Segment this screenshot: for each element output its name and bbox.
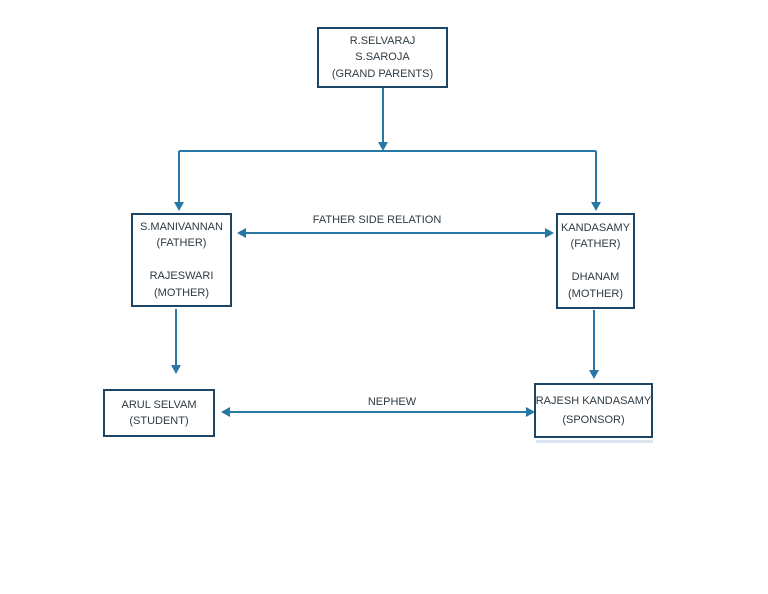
node-student: ARUL SELVAM (STUDENT) [103, 389, 215, 437]
node-father-left-line-1: S.MANIVANNAN [140, 220, 223, 233]
node-sponsor-line-1: RAJESH KANDASAMY [535, 394, 652, 407]
arrowhead-sponsor [589, 370, 599, 379]
node-grandparents-line-3: (GRAND PARENTS) [331, 67, 434, 80]
node-father-right-line-4: DHANAM [571, 271, 620, 284]
node-father-right: KANDASAMY (FATHER) DHANAM (MOTHER) [556, 213, 635, 309]
node-grandparents: R.SELVARAJ S.SAROJA (GRAND PARENTS) [317, 27, 448, 88]
edge-label-father-side-relation: FATHER SIDE RELATION [312, 214, 442, 226]
arrowhead-grandparents-stem [378, 142, 388, 151]
node-father-right-line-2: (FATHER) [570, 238, 621, 251]
edge-label-nephew: NEPHEW [367, 396, 417, 408]
node-sponsor: RAJESH KANDASAMY (SPONSOR) [534, 383, 653, 438]
node-grandparents-line-1: R.SELVARAJ [349, 34, 416, 47]
arrowhead-nephew-left [221, 407, 230, 417]
node-father-right-line-1: KANDASAMY [560, 221, 631, 234]
node-student-line-2: (STUDENT) [129, 415, 189, 427]
arrowhead-father-side-left [237, 228, 246, 238]
node-father-left-line-2: (FATHER) [156, 237, 207, 250]
node-sponsor-line-2: (SPONSOR) [562, 413, 625, 426]
node-grandparents-line-2: S.SAROJA [355, 51, 410, 64]
node-father-left-line-4: RAJESWARI [149, 270, 214, 283]
node-father-right-line-5: (MOTHER) [568, 287, 623, 300]
node-father-left: S.MANIVANNAN (FATHER) RAJESWARI (MOTHER) [131, 213, 232, 307]
arrowhead-student [171, 365, 181, 374]
sponsor-box-shadow [536, 440, 653, 443]
arrowhead-father-right [591, 202, 601, 211]
node-student-line-1: ARUL SELVAM [121, 398, 197, 411]
arrowhead-father-left [174, 202, 184, 211]
arrowhead-father-side-right [545, 228, 554, 238]
node-father-left-line-5: (MOTHER) [154, 286, 209, 299]
